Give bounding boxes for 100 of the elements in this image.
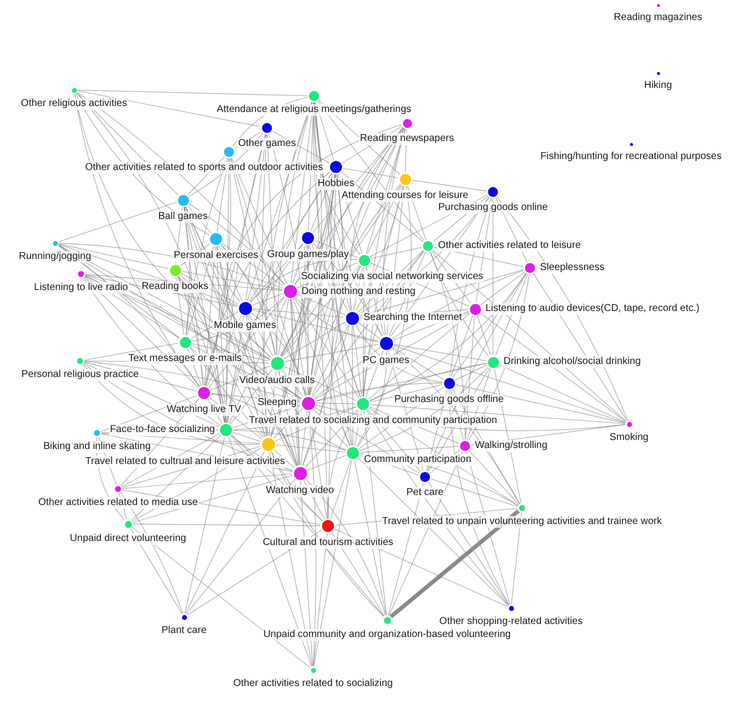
edge-line	[354, 460, 386, 616]
node-label: Watching video	[265, 484, 335, 496]
edge-line	[302, 325, 350, 466]
edge-line	[450, 315, 474, 377]
edge-line	[369, 362, 486, 402]
node-label: Reading books	[140, 280, 210, 292]
edge-line	[307, 455, 346, 471]
edge-line	[370, 272, 527, 402]
node-label: Drinking alcohol/social drinking	[502, 356, 642, 368]
edge-line	[252, 310, 379, 342]
edge-line	[390, 509, 520, 618]
node-label: Watching live TV	[166, 404, 242, 416]
edge-line	[499, 364, 626, 423]
node-label: Other shopping-related activities	[438, 616, 584, 628]
edge-line	[185, 450, 265, 614]
node-label: Purchasing goods offline	[393, 394, 505, 406]
node-label: Travel related to cultrual and leisure activities	[84, 456, 286, 468]
edge-line	[252, 308, 344, 318]
edge-line	[58, 202, 177, 242]
edge-line	[454, 364, 488, 380]
edge-line	[352, 326, 354, 446]
node-label: Socializing via social networking services	[300, 270, 484, 282]
node-label: Personal religious practice	[20, 369, 140, 381]
edge-line	[84, 361, 301, 402]
edge-line	[294, 296, 378, 342]
edge-line	[368, 313, 470, 400]
edge-line	[315, 382, 442, 402]
edge-line	[292, 298, 351, 446]
edge-line	[207, 399, 223, 424]
node-label: Personal exercises	[172, 250, 260, 262]
edge-line	[370, 247, 422, 259]
node-label: Hobbies	[316, 178, 356, 190]
node-label: Other activities related to leisure	[437, 240, 582, 252]
node-label: Doing nothing and resting	[300, 286, 416, 298]
edge-line	[282, 368, 304, 398]
edge-line	[313, 408, 348, 448]
edge-line	[276, 444, 346, 453]
edge-line	[278, 298, 289, 356]
edge-line	[273, 408, 303, 439]
edge-line	[186, 478, 296, 614]
edge-line	[455, 384, 626, 424]
edge-line	[184, 436, 225, 614]
edge-line	[84, 342, 178, 361]
edge-line	[343, 168, 398, 178]
edge-line	[58, 244, 169, 269]
edge-line	[294, 297, 360, 398]
node-label: Face-to-face socializing	[108, 424, 216, 436]
node-label: Biking and inline skating	[42, 441, 152, 453]
node-label: Mobile games	[212, 320, 278, 332]
edge-line	[122, 473, 292, 489]
edge-line	[187, 204, 212, 234]
node-label: Smoking	[608, 432, 650, 444]
edge-line	[284, 322, 346, 360]
edge-line	[180, 243, 210, 266]
edge-line	[232, 432, 261, 442]
node-label: Other games	[237, 138, 297, 150]
edge-line	[354, 410, 362, 446]
edge-line	[480, 272, 526, 306]
node-label: Purchasing goods online	[437, 202, 549, 214]
edge-line	[430, 450, 460, 474]
edge-line	[352, 326, 362, 397]
node-label: Reading magazines	[612, 12, 704, 24]
node-label: Hiking	[643, 80, 673, 92]
node-label: Other religious activities	[20, 98, 128, 110]
edge-line	[233, 430, 346, 451]
edge-line	[182, 270, 282, 290]
node-label: Attending courses for leisure	[340, 190, 470, 202]
edge-line	[234, 131, 262, 149]
edge-line	[394, 344, 486, 362]
edge-line	[274, 449, 294, 468]
node-label: Community participation	[363, 454, 472, 466]
edge-line	[469, 450, 520, 506]
edge-line	[476, 315, 492, 356]
edge-line	[187, 348, 202, 386]
node-label: Running/jogging	[18, 250, 92, 262]
node-label: Group games/play	[266, 249, 350, 261]
node-label: Listening to live radio	[33, 282, 129, 294]
node-label: Sleeping	[256, 397, 298, 409]
node-label: Pet care	[405, 487, 445, 499]
node-label: Other activities related to media use	[37, 497, 199, 509]
edge-line	[78, 90, 261, 128]
node-label: Sleeplessness	[539, 262, 606, 274]
node-label: Searching the Internet	[362, 312, 463, 324]
edge-line	[284, 344, 378, 362]
node-label: Walking/strolling	[474, 440, 548, 452]
node-label: Video/audio calls	[238, 374, 316, 386]
node-label: Travel related to socializing and community participation	[248, 415, 498, 427]
node-label: Travel related to unpain volunteering activities and trainee work	[381, 516, 663, 528]
node-label: PC games	[362, 354, 410, 366]
edge-line	[311, 324, 349, 396]
edge-line	[118, 492, 127, 520]
edge-line	[412, 180, 487, 192]
edge-line	[370, 404, 626, 424]
node-label: Fishing/hunting for recreational purposes	[539, 150, 723, 162]
node-label: Other activities related to sports and outdoor activities	[84, 162, 324, 174]
edge-line	[252, 293, 283, 306]
edge-line	[330, 460, 351, 520]
node-label: Unpaid community and organization-based volunteering	[262, 628, 512, 640]
edge-line	[316, 402, 356, 404]
edge-line	[393, 345, 626, 424]
